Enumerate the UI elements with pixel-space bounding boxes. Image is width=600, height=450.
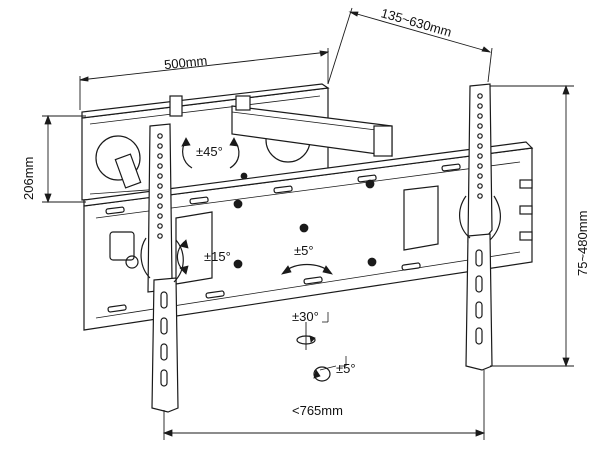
label-tilt: ±15° (204, 249, 231, 264)
extension-arm (114, 95, 393, 189)
right-tv-bracket (459, 83, 501, 371)
label-pan: ±30° (292, 309, 319, 324)
slot-row-top (105, 163, 461, 215)
tilt-arrow (176, 239, 189, 275)
label-max-width: <765mm (292, 403, 343, 418)
plate-cutout-left (175, 211, 213, 285)
plate-cutout-right (403, 185, 439, 251)
label-level: ±5° (336, 361, 356, 376)
dim-plate-height (42, 114, 86, 204)
dim-vertical-range (490, 84, 574, 368)
label-vertical-range: 75~480mm (575, 210, 590, 276)
wall-plate-hole-left (95, 135, 141, 181)
plate-screws (233, 172, 377, 269)
tv-plate (83, 141, 534, 331)
label-rotation: ±5° (294, 243, 314, 258)
swivel-arrow (181, 137, 240, 169)
left-bracket-holes (157, 133, 163, 239)
label-swivel: ±45° (196, 144, 223, 159)
dim-plate-width (79, 48, 330, 110)
left-tv-bracket (140, 123, 184, 413)
dim-extension (327, 7, 493, 85)
dim-max-width (162, 370, 486, 440)
rotation-arrow (281, 263, 333, 275)
label-plate-height: 206mm (21, 156, 36, 200)
slot-row-bottom (107, 262, 421, 313)
level-arrow (313, 312, 347, 382)
right-bracket-holes (477, 93, 483, 199)
pan-arrow (296, 322, 316, 350)
